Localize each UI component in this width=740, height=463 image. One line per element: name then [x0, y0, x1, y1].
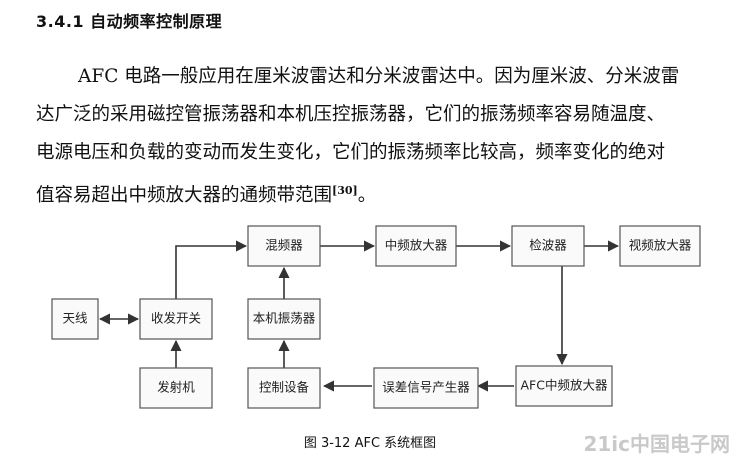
- block-detector: 检波器: [511, 225, 585, 267]
- svg-text:天线: 天线: [62, 311, 88, 326]
- svg-text:中频放大器: 中频放大器: [385, 238, 448, 253]
- paragraph-line-2: 达广泛的采用磁控管振荡器和本机压控振荡器，它们的振荡频率容易随温度、: [36, 104, 666, 125]
- block-control-device: 控制设备: [247, 367, 321, 409]
- svg-text:AFC中频放大器: AFC中频放大器: [521, 378, 608, 393]
- afc-block-diagram: 天线 收发开关 发射机 混频器 本机振荡器 控制设备 中频放大器 检波器 视频放…: [51, 225, 701, 409]
- paragraph-line-1: AFC 电路一般应用在厘米波雷达和分米波雷达中。因为厘米波、分米波雷: [78, 66, 680, 87]
- block-antenna: 天线: [51, 298, 99, 340]
- section-heading: 3.4.1 自动频率控制原理: [36, 12, 223, 31]
- svg-text:检波器: 检波器: [529, 238, 567, 253]
- block-mixer: 混频器: [247, 225, 321, 267]
- block-transmitter: 发射机: [139, 367, 213, 409]
- wire-switch-mixer: [175, 240, 248, 299]
- paragraph-line-4-end: 。: [357, 185, 377, 207]
- wires: [98, 240, 620, 392]
- block-video-amplifier: 视频放大器: [619, 225, 701, 267]
- svg-text:混频器: 混频器: [265, 238, 303, 253]
- block-afc-if-amplifier: AFC中频放大器: [515, 365, 613, 407]
- block-error-signal-generator: 误差信号产生器: [373, 367, 479, 409]
- block-if-amplifier: 中频放大器: [375, 225, 457, 267]
- watermark-logo: 21ic中国电子网: [583, 432, 730, 456]
- paragraph-line-4-text: 值容易超出中频放大器的通频带范围: [36, 185, 333, 207]
- svg-text:控制设备: 控制设备: [259, 380, 310, 395]
- svg-text:收发开关: 收发开关: [151, 311, 201, 326]
- svg-text:视频放大器: 视频放大器: [629, 238, 692, 253]
- paragraph-line-3: 电源电压和负载的变动而发生变化，它们的振荡频率比较高，频率变化的绝对: [36, 142, 666, 163]
- svg-text:发射机: 发射机: [157, 380, 195, 395]
- figure-caption: 图 3-12 AFC 系统框图: [303, 436, 437, 451]
- paragraph-line-4: 值容易超出中频放大器的通频带范围[30]。: [36, 172, 726, 215]
- block-tr-switch: 收发开关: [139, 298, 213, 340]
- citation-ref: [30]: [332, 184, 358, 197]
- body-paragraph: AFC 电路一般应用在厘米波雷达和分米波雷达中。因为厘米波、分米波雷 达广泛的采…: [36, 58, 726, 215]
- block-local-oscillator: 本机振荡器: [247, 298, 321, 340]
- svg-text:误差信号产生器: 误差信号产生器: [382, 380, 470, 395]
- svg-text:本机振荡器: 本机振荡器: [253, 311, 316, 326]
